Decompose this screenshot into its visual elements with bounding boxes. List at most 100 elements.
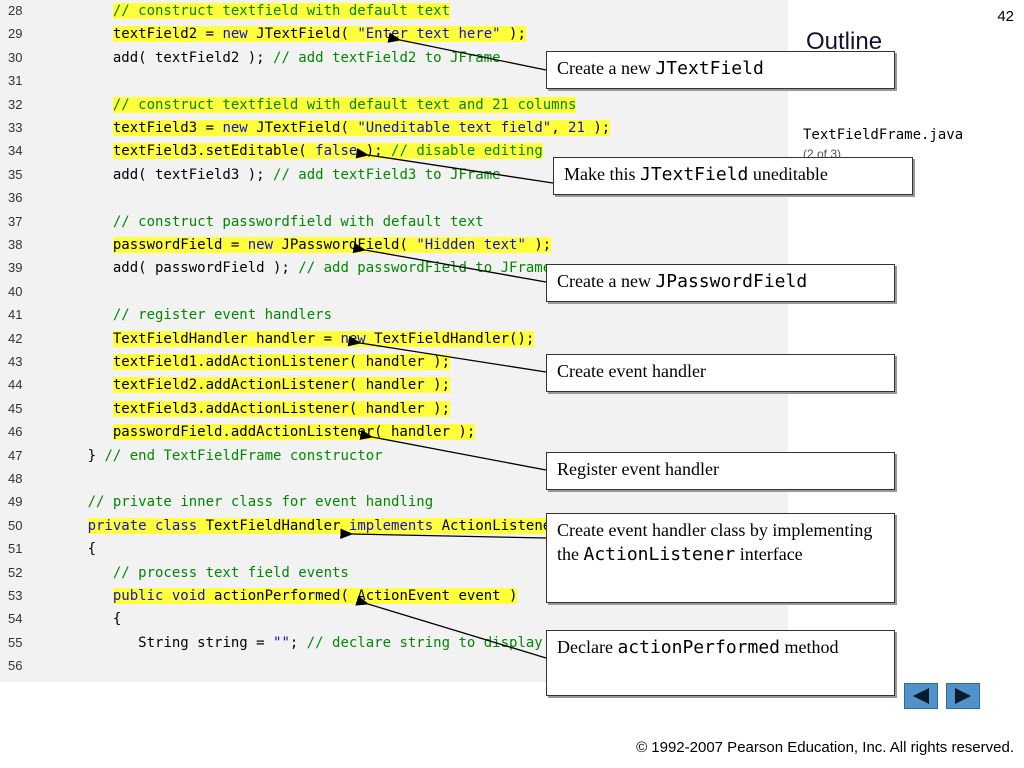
sidebar-page-info: (2 of 3) [803,147,842,157]
line-number: 53 [8,588,23,603]
code-token: // register event handlers [112,307,333,324]
code-line: 47} // end TextFieldFrame constructor [0,445,788,468]
code-text: public void actionPerformed( ActionEvent… [112,588,518,605]
code-text: // register event handlers [113,307,332,324]
code-line: 44 textField2.addActionListener( handler … [0,374,788,397]
callout-declare-action-performed: Declare actionPerformed method [546,630,895,696]
code-line: 37// construct passwordfield with defaul… [0,211,788,234]
code-token: // add passwordField to JFrame [298,260,552,277]
code-token: passwordField.addActionListener( handler… [112,424,476,441]
code-token: class [155,517,198,534]
line-number: 38 [8,237,23,252]
code-token: new [222,26,248,43]
callout-text: Create event handler [557,361,706,381]
code-text: // construct textfield with default text… [112,96,577,114]
code-token: ); [500,26,526,43]
callout-text: actionPerformed [617,637,781,658]
code-line: 56 [0,655,788,678]
line-number: 41 [8,307,23,323]
code-token: void [171,588,206,604]
line-number: 52 [8,564,23,580]
line-number: 49 [8,494,23,510]
code-token: ActionListener [433,517,560,534]
code-text: { [113,611,121,628]
code-token: ); [584,120,611,136]
code-line: 38 passwordField = new JPasswordField( "H… [0,234,788,257]
code-text: add( textField3 ); // add textField3 to … [113,167,501,184]
code-token: JTextField( [247,26,358,43]
callout-text: Make this [564,164,640,184]
code-token: { [112,611,122,628]
line-number: 34 [8,143,23,159]
code-line: 49 // private inner class for event handl… [0,491,788,514]
line-number: 40 [8,283,23,299]
callout-make-uneditable: Make this JTextField uneditable [553,157,913,195]
code-text: textField2.addActionListener( handler ); [112,377,451,394]
line-number: 39 [8,260,23,276]
callout-text: method [780,637,839,657]
code-token [146,517,156,534]
callout-text: JTextField [655,58,764,79]
code-token: textField2.addActionListener( handler ); [112,377,451,394]
line-number: 51 [8,541,23,557]
code-token: ; [289,634,307,651]
code-token: TextFieldHandler(); [365,330,535,347]
code-token: String string = [138,634,274,651]
callout-text: Create event handler class by implementi… [557,520,873,564]
code-token: false [315,143,358,160]
line-number: 36 [8,190,23,206]
callout-register-event-handler: Register event handler [546,452,895,490]
code-token [163,588,172,604]
code-text: passwordField = new JPasswordField( "Hid… [112,237,552,254]
code-token: textField1.addActionListener( handler ); [112,354,451,370]
code-token: textField3 = [112,120,223,136]
code-token: textField3.addActionListener( handler ); [112,400,451,417]
line-number: 31 [8,73,23,89]
code-token: "Uneditable text field" [357,120,552,136]
code-token: JPasswordField( [273,237,417,253]
code-token: // construct textfield with default text… [112,96,577,113]
triangle-left-icon [913,688,929,704]
callout-create-handler-class: Create event handler class by implementi… [546,513,895,603]
code-text: textField2 = new JTextField( "Enter text… [112,26,526,43]
code-line: 31 [0,70,788,93]
code-text: { [88,541,96,558]
code-token: 21 [568,120,585,136]
code-token: add( passwordField ); [112,260,299,277]
code-token: ); [357,143,392,160]
line-number: 44 [8,377,23,393]
line-number: 54 [8,611,23,627]
callout-create-event-handler: Create event handler [546,354,895,392]
code-token: private [87,517,147,534]
code-text: private class TextFieldHandler implement… [87,517,560,535]
next-slide-button[interactable] [946,683,980,709]
line-number: 37 [8,213,23,229]
code-text: add( passwordField ); // add passwordFie… [113,260,551,277]
code-text: add( textField2 ); // add textField2 to … [113,50,501,67]
callout-text: ActionListener [583,544,736,565]
code-token: implements [348,517,434,534]
code-token: add( textField3 ); [112,166,274,183]
callout-create-jpasswordfield: Create a new JPasswordField [546,264,895,302]
code-token: , [551,120,569,136]
code-line: 52// process text field events [0,562,788,585]
line-number: 35 [8,166,23,182]
code-token: // private inner class for event handlin… [87,494,434,511]
code-line: 51 { [0,538,788,561]
page-number: 42 [997,8,1014,25]
copyright-notice: © 1992-2007 Pearson Education, Inc. All … [636,739,1014,756]
line-number: 33 [8,120,23,135]
prev-slide-button[interactable] [904,683,938,709]
code-token: new [340,330,366,347]
code-token: } [87,447,105,464]
line-number: 28 [8,3,23,18]
line-number: 32 [8,96,23,112]
code-token: "" [273,634,290,651]
line-number: 56 [8,658,23,674]
code-text: textField3.addActionListener( handler ); [112,400,451,418]
code-line: 48 [0,468,788,491]
